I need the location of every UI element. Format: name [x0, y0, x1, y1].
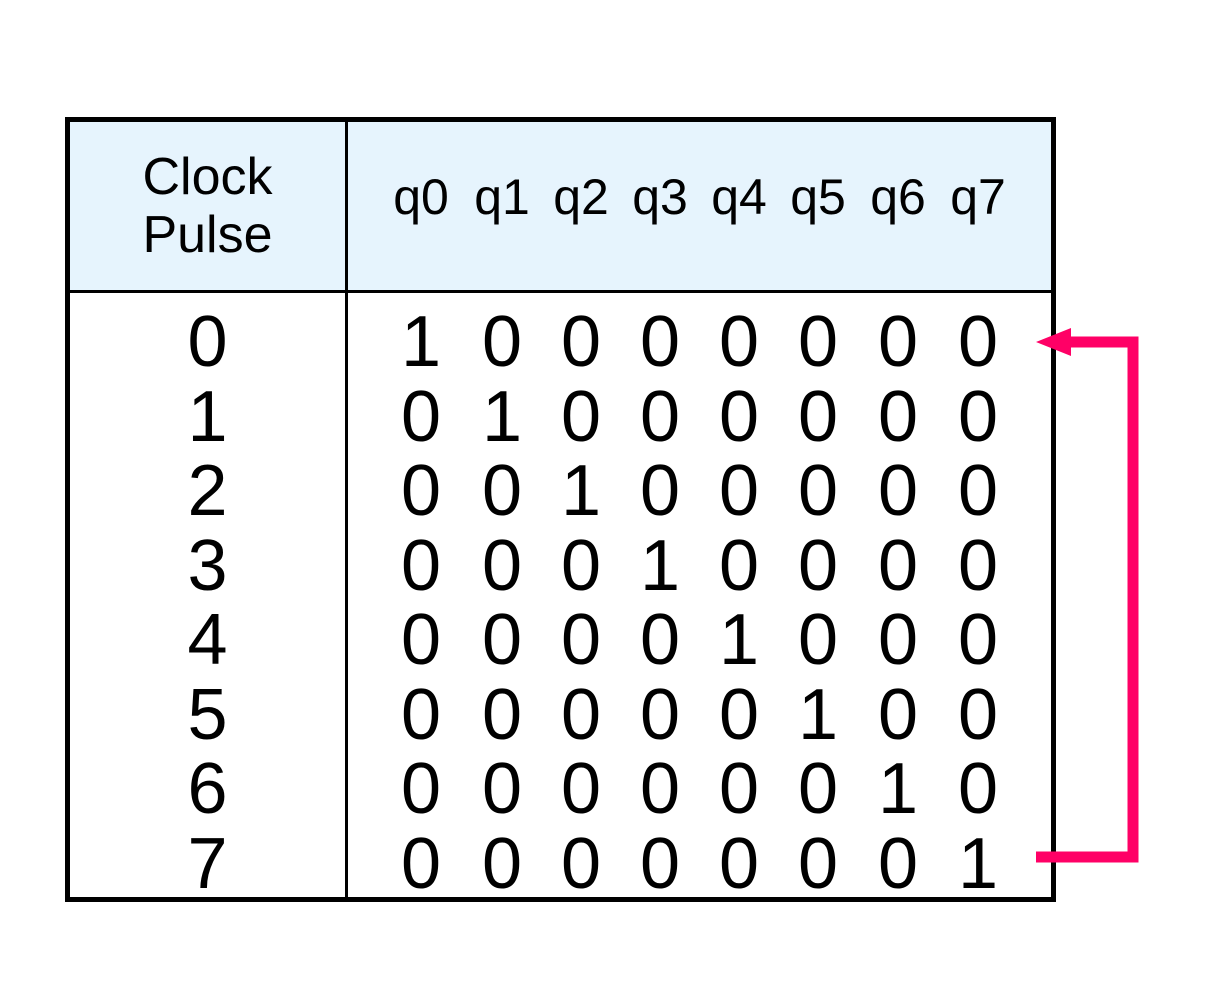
bit-cell: 0 — [639, 302, 681, 382]
header-q5: q5 — [790, 169, 846, 225]
clock-header-line2: Pulse — [142, 206, 273, 264]
bit-cell: 0 — [400, 525, 442, 606]
bit-cell: 0 — [957, 674, 999, 755]
bit-cell: 0 — [877, 823, 919, 904]
header-q3: q3 — [632, 169, 688, 225]
bit-cell: 0 — [400, 823, 442, 904]
bit-cell: 0 — [481, 525, 523, 606]
table-border-bottom — [65, 897, 1056, 902]
feedback-arrow-line — [1036, 336, 1139, 863]
bit-cell: 0 — [797, 525, 839, 606]
bit-cell: 1 — [639, 525, 681, 606]
header-q6: q6 — [870, 169, 926, 225]
bit-cell: 1 — [957, 823, 999, 904]
clock-header-line1: Clock — [142, 148, 273, 206]
bit-cell: 0 — [957, 451, 999, 531]
table-border-left — [65, 117, 70, 902]
bit-cell: 0 — [481, 600, 523, 680]
bit-cell: 0 — [400, 600, 442, 680]
pulse-cell: 6 — [187, 749, 228, 829]
bit-cell: 0 — [877, 525, 919, 606]
header-q0: q0 — [393, 169, 449, 225]
bit-cell: 0 — [481, 302, 523, 382]
bit-cell: 1 — [877, 749, 919, 829]
bit-cell: 0 — [639, 823, 681, 904]
bit-cell: 0 — [718, 302, 760, 382]
table-border-right — [1051, 117, 1056, 902]
header-q1: q1 — [474, 169, 530, 225]
bit-cell: 0 — [560, 525, 602, 606]
bit-cell: 0 — [400, 749, 442, 829]
pulse-cell: 3 — [187, 525, 228, 606]
header-divider — [70, 290, 1051, 293]
bit-cell: 0 — [481, 823, 523, 904]
bit-cell: 0 — [560, 600, 602, 680]
pulse-cell: 5 — [187, 674, 228, 755]
bit-cell: 0 — [877, 376, 919, 457]
bit-cell: 0 — [718, 451, 760, 531]
bit-cell: 0 — [400, 451, 442, 531]
bit-cell: 0 — [877, 451, 919, 531]
bit-cell: 0 — [560, 302, 602, 382]
bit-cell: 0 — [718, 823, 760, 904]
bit-cell: 1 — [481, 376, 523, 457]
bit-cell: 0 — [797, 451, 839, 531]
bit-cell: 0 — [560, 823, 602, 904]
bit-cell: 0 — [639, 749, 681, 829]
bit-cell: 0 — [481, 749, 523, 829]
header-q7: q7 — [950, 169, 1006, 225]
bit-cell: 0 — [718, 525, 760, 606]
bit-cell: 1 — [718, 600, 760, 680]
bit-cell: 0 — [957, 749, 999, 829]
pulse-cell: 4 — [187, 600, 228, 680]
bit-cell: 0 — [877, 302, 919, 382]
feedback-arrowhead — [1036, 328, 1071, 356]
bit-cell: 0 — [718, 674, 760, 755]
bit-cell: 0 — [957, 302, 999, 382]
bit-cell: 0 — [718, 376, 760, 457]
bit-cell: 0 — [481, 674, 523, 755]
bit-cell: 0 — [797, 600, 839, 680]
bit-cell: 0 — [877, 674, 919, 755]
bit-cell: 0 — [797, 749, 839, 829]
table-border-top — [65, 117, 1056, 122]
header-background — [70, 122, 1051, 290]
bit-cell: 0 — [797, 823, 839, 904]
clock-pulse-header: Clock Pulse — [70, 122, 345, 290]
bit-cell: 0 — [957, 525, 999, 606]
bit-cell: 0 — [560, 749, 602, 829]
column-divider — [345, 122, 348, 897]
bit-cell: 0 — [718, 749, 760, 829]
pulse-cell: 0 — [187, 302, 228, 382]
bit-cell: 0 — [639, 376, 681, 457]
bit-cell: 0 — [639, 600, 681, 680]
bit-cell: 0 — [400, 674, 442, 755]
bit-cell: 0 — [877, 600, 919, 680]
bit-cell: 0 — [957, 376, 999, 457]
pulse-cell: 1 — [187, 376, 228, 457]
bit-cell: 0 — [797, 302, 839, 382]
bit-cell: 1 — [560, 451, 602, 531]
bit-cell: 0 — [797, 376, 839, 457]
header-q4: q4 — [711, 169, 767, 225]
bit-cell: 0 — [639, 451, 681, 531]
bit-cell: 0 — [639, 674, 681, 755]
bit-cell: 1 — [400, 302, 442, 382]
pulse-cell: 2 — [187, 451, 228, 531]
bit-cell: 0 — [481, 451, 523, 531]
header-q2: q2 — [553, 169, 609, 225]
bit-cell: 0 — [957, 600, 999, 680]
pulse-cell: 7 — [187, 823, 228, 904]
bit-cell: 0 — [400, 376, 442, 457]
bit-cell: 1 — [797, 674, 839, 755]
bit-cell: 0 — [560, 376, 602, 457]
bit-cell: 0 — [560, 674, 602, 755]
